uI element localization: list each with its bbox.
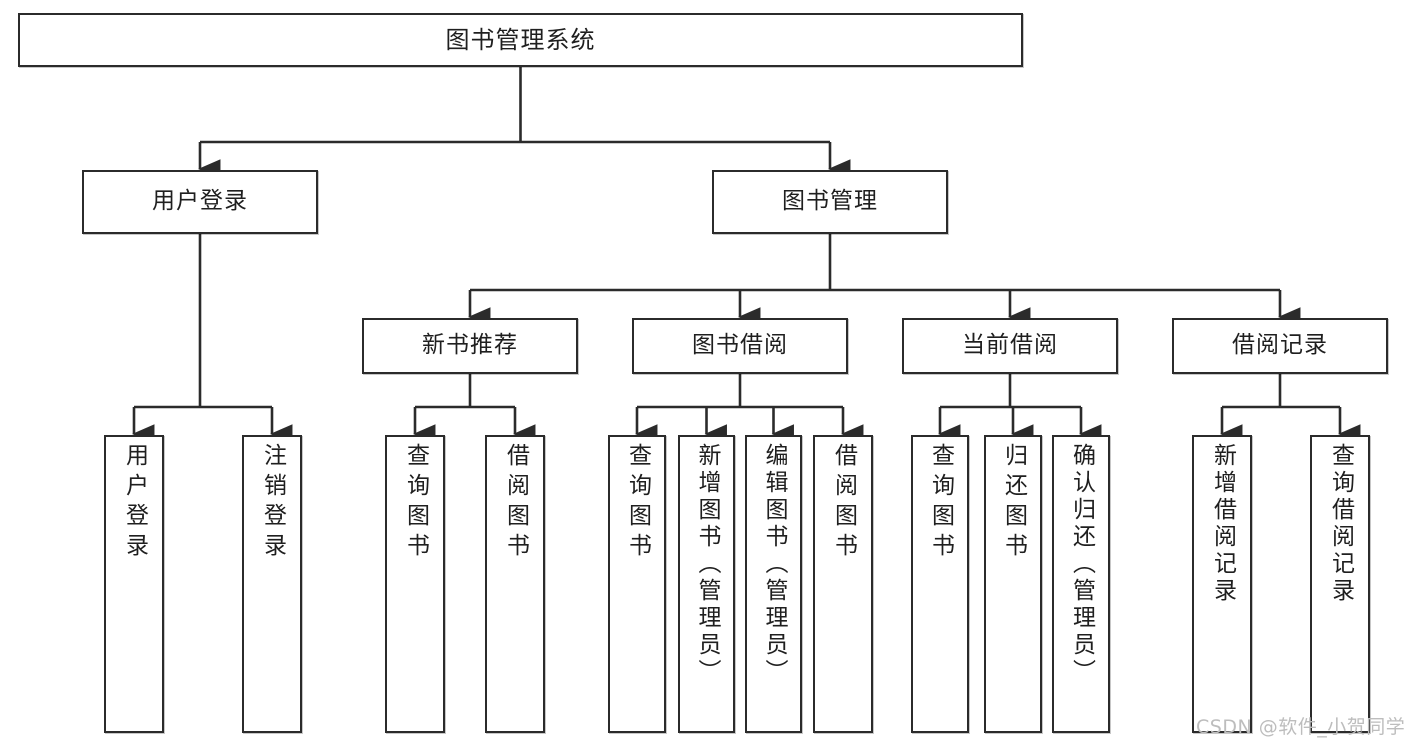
node-label: 确认归还（管理员） [1068, 443, 1095, 686]
node-label: 查询借阅记录 [1327, 443, 1354, 605]
node-label: 图书管理 [782, 188, 878, 215]
node-label: 编辑图书（管理员） [761, 443, 787, 686]
node-current-borrow[interactable]: 当前借阅 [902, 318, 1118, 374]
node-label: 新增图书（管理员） [694, 443, 720, 686]
node-label: 借阅图书 [502, 443, 529, 563]
node-label: 借阅记录 [1232, 332, 1328, 359]
node-leaf-query-record[interactable]: 查询借阅记录 [1310, 435, 1370, 733]
node-label: 用户登录 [121, 443, 148, 563]
node-leaf-confirm-return[interactable]: 确认归还（管理员） [1052, 435, 1110, 733]
node-leaf-query-book-2[interactable]: 查询图书 [608, 435, 666, 733]
node-label: 查询图书 [927, 443, 954, 563]
node-leaf-borrow-book-2[interactable]: 借阅图书 [813, 435, 873, 733]
node-book-manage[interactable]: 图书管理 [712, 170, 948, 234]
node-leaf-return-book[interactable]: 归还图书 [984, 435, 1042, 733]
node-label: 查询图书 [624, 443, 651, 563]
node-label: 新增借阅记录 [1209, 443, 1236, 605]
node-leaf-add-book[interactable]: 新增图书（管理员） [678, 435, 735, 733]
node-leaf-query-book-3[interactable]: 查询图书 [911, 435, 969, 733]
node-user-login[interactable]: 用户登录 [82, 170, 318, 234]
node-leaf-borrow-book-1[interactable]: 借阅图书 [485, 435, 545, 733]
node-new-book-recommend[interactable]: 新书推荐 [362, 318, 578, 374]
node-leaf-user-login[interactable]: 用户登录 [104, 435, 164, 733]
node-leaf-add-record[interactable]: 新增借阅记录 [1192, 435, 1252, 733]
node-label: 用户登录 [152, 188, 248, 215]
node-label: 查询图书 [402, 443, 429, 563]
node-label: 新书推荐 [422, 332, 518, 359]
node-label: 归还图书 [1000, 443, 1027, 563]
node-leaf-query-book-1[interactable]: 查询图书 [385, 435, 445, 733]
node-label: 注销登录 [259, 443, 286, 563]
watermark: CSDN @软件_小贺同学 [1196, 716, 1405, 738]
node-book-borrow[interactable]: 图书借阅 [632, 318, 848, 374]
node-label: 借阅图书 [830, 443, 857, 563]
node-leaf-user-logout[interactable]: 注销登录 [242, 435, 302, 733]
node-label: 图书借阅 [692, 332, 788, 359]
node-label: 图书管理系统 [445, 25, 596, 54]
node-root[interactable]: 图书管理系统 [18, 13, 1023, 67]
node-label: 当前借阅 [962, 332, 1058, 359]
node-borrow-record[interactable]: 借阅记录 [1172, 318, 1388, 374]
node-leaf-edit-book[interactable]: 编辑图书（管理员） [745, 435, 802, 733]
